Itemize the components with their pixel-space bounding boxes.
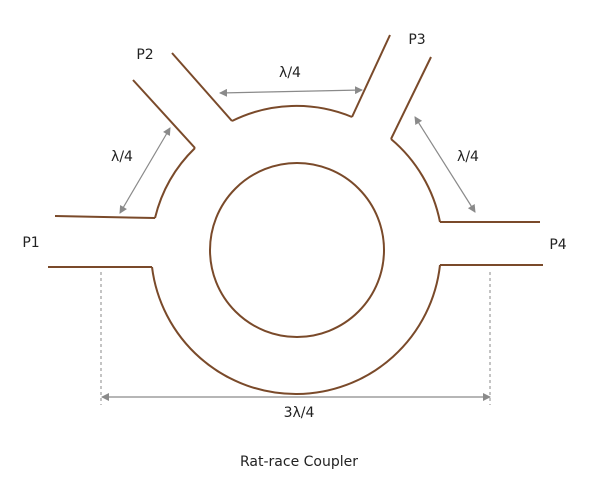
port2-inner-line	[171, 52, 233, 122]
bottom-dimension-label: 3λ/4	[283, 405, 315, 421]
port2-label: P2	[136, 47, 154, 63]
port1-label: P1	[22, 235, 40, 251]
outer-ring-top-arc	[231, 104, 353, 122]
right-dimension-arrow	[414, 116, 476, 213]
port3-inner-line	[351, 34, 391, 118]
top-dimension-label: λ/4	[279, 65, 301, 81]
left-dimension-arrow	[119, 127, 171, 214]
top-dimension-arrow	[219, 86, 363, 97]
outer-ring-right-arc	[390, 138, 441, 223]
outer-ring-left-arc	[154, 147, 196, 219]
right-dimension-label: λ/4	[457, 149, 479, 165]
outer-ring-bottom-arc	[151, 264, 441, 395]
port3-label: P3	[408, 32, 426, 48]
port3-outer-line	[390, 56, 432, 140]
port4-label: P4	[549, 237, 567, 253]
inner-ring	[209, 162, 385, 338]
port1-upper-line	[54, 215, 156, 219]
port2-outer-line	[132, 79, 196, 149]
left-dimension-label: λ/4	[111, 149, 133, 165]
diagram-caption: Rat-race Coupler	[240, 454, 358, 470]
